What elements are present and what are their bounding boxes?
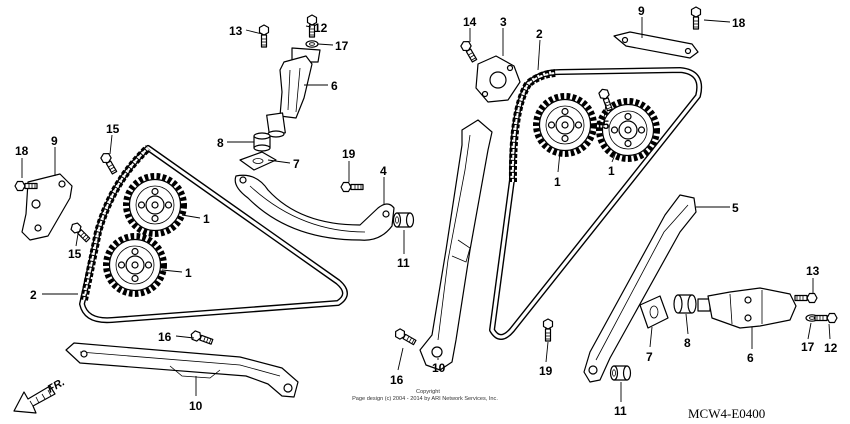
left-upper-cam-sprocket xyxy=(126,176,184,234)
callout-18[interactable]: 18 xyxy=(15,144,29,158)
callout-15[interactable]: 15 xyxy=(106,122,120,136)
right-cam-chain xyxy=(489,67,703,340)
callout-1[interactable]: 1 xyxy=(203,212,210,226)
callout-17[interactable]: 17 xyxy=(801,340,815,354)
slipper-guide-bolt xyxy=(542,318,554,342)
front-guide-bolt xyxy=(392,327,418,347)
right-chain-rollers xyxy=(508,69,557,183)
callout-6[interactable]: 6 xyxy=(747,351,754,365)
top-tensioner-washer xyxy=(305,40,319,48)
right-chain-stopper-bracket xyxy=(475,55,521,103)
front-direction-arrow: FR. xyxy=(13,376,67,414)
diagram-code: MCW4-E0400 xyxy=(688,406,765,421)
callout-13[interactable]: 13 xyxy=(229,24,243,38)
top-tensioner-gasket xyxy=(239,151,277,171)
right-cam-chain-tensioner xyxy=(697,287,797,329)
right-sprocket-bolt xyxy=(597,87,615,113)
copyright-line-2: Page design (c) 2004 - 2014 by ARI Netwo… xyxy=(352,396,498,402)
callout-1[interactable]: 1 xyxy=(185,266,192,280)
left-chain-rollers xyxy=(80,145,151,301)
left-lower-bolt xyxy=(68,220,92,244)
right-top-bracket-bolt xyxy=(690,6,702,30)
callout-16[interactable]: 16 xyxy=(390,373,404,387)
callout-8[interactable]: 8 xyxy=(684,336,691,350)
callout-labels: 18 9 15 15 1 1 2 16 10 13 12 17 6 8 7 19… xyxy=(15,4,838,418)
left-upper-bolt xyxy=(99,150,119,176)
right-tensioner-gasket xyxy=(639,295,669,329)
callout-2[interactable]: 2 xyxy=(30,288,37,302)
top-tensioner-body xyxy=(253,132,271,152)
callout-2[interactable]: 2 xyxy=(536,27,543,41)
left-lower-cam-sprocket xyxy=(106,236,164,294)
callout-9[interactable]: 9 xyxy=(51,134,58,148)
callout-1[interactable]: 1 xyxy=(554,175,561,189)
leader-lines xyxy=(21,17,831,402)
callout-11[interactable]: 11 xyxy=(397,256,410,270)
callout-4[interactable]: 4 xyxy=(380,164,387,178)
right-tensioner-sealing-bolt xyxy=(814,312,838,324)
front-indicator-label: FR. xyxy=(46,376,67,395)
callout-5[interactable]: 5 xyxy=(732,201,739,215)
center-assembly xyxy=(234,14,415,241)
right-top-bracket xyxy=(613,31,699,59)
tensioner-slipper-guide xyxy=(583,194,697,383)
left-bottom-guide xyxy=(65,342,299,398)
upper-guide-bolt xyxy=(340,181,364,193)
right-tensioner-bolt xyxy=(794,292,818,304)
callout-15[interactable]: 15 xyxy=(596,118,610,132)
callout-10[interactable]: 10 xyxy=(189,399,203,413)
right-intake-cam-sprocket xyxy=(536,96,594,154)
callout-15[interactable]: 15 xyxy=(68,247,82,261)
callout-7[interactable]: 7 xyxy=(646,350,653,364)
copyright-line-1: Copyright xyxy=(416,389,440,395)
callout-9[interactable]: 9 xyxy=(638,4,645,18)
callout-19[interactable]: 19 xyxy=(539,364,553,378)
top-cam-chain-tensioner xyxy=(266,47,321,138)
upper-chain-guide xyxy=(234,174,395,241)
callout-1[interactable]: 1 xyxy=(608,164,615,178)
left-assembly xyxy=(14,145,348,398)
top-tensioner-bolt xyxy=(258,24,270,48)
right-bracket-bolt xyxy=(459,38,479,64)
left-bracket xyxy=(21,173,73,241)
slipper-guide-collar xyxy=(609,365,632,381)
callout-10[interactable]: 10 xyxy=(432,361,446,375)
callout-16[interactable]: 16 xyxy=(158,330,172,344)
right-assembly xyxy=(392,6,838,383)
callout-17[interactable]: 17 xyxy=(335,39,349,53)
callout-8[interactable]: 8 xyxy=(217,136,224,150)
callout-3[interactable]: 3 xyxy=(500,15,507,29)
callout-12[interactable]: 12 xyxy=(314,21,328,35)
callout-14[interactable]: 14 xyxy=(463,15,477,29)
callout-19[interactable]: 19 xyxy=(342,147,356,161)
front-chain-guide xyxy=(419,119,493,371)
callout-6[interactable]: 6 xyxy=(331,79,338,93)
left-cam-chain xyxy=(79,145,348,324)
callout-7[interactable]: 7 xyxy=(293,157,300,171)
callout-18[interactable]: 18 xyxy=(732,16,746,30)
upper-guide-collar xyxy=(392,212,415,228)
callout-11[interactable]: 11 xyxy=(614,404,627,418)
callout-13[interactable]: 13 xyxy=(806,264,820,278)
callout-12[interactable]: 12 xyxy=(824,341,838,355)
right-tensioner-body xyxy=(673,294,697,314)
